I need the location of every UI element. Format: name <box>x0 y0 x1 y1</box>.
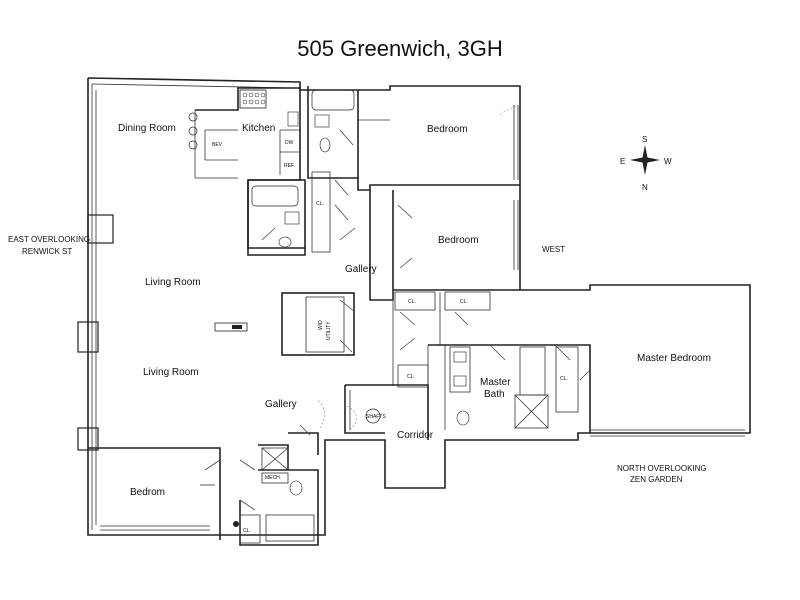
label-bedroom-2: Bedroom <box>438 235 479 246</box>
label-corridor: Corridor <box>397 430 434 441</box>
label-wd: W/D <box>318 320 324 330</box>
label-closet-6: CL. <box>243 528 251 534</box>
label-shafts: SHAFTS <box>366 414 386 420</box>
label-dw: DW <box>285 140 294 146</box>
orientation-labels: EAST OVERLOOKING RENWICK ST WEST NORTH O… <box>8 235 707 484</box>
label-closet-1: CL. <box>316 201 324 207</box>
plan-title: 505 Greenwich, 3GH <box>297 36 503 61</box>
label-bev: BEV <box>212 142 223 148</box>
label-gallery-2: Gallery <box>265 399 297 410</box>
label-closet-5: CL. <box>560 376 568 382</box>
room-labels: Dining Room Kitchen Bedroom Bedroom Livi… <box>118 123 711 498</box>
fixture-labels: BEV DW REF. CL. CL. CL. CL. CL. CL. MECH… <box>212 140 568 534</box>
label-closet-4: CL. <box>407 374 415 380</box>
windows <box>100 105 745 531</box>
label-bedroom-1: Bedroom <box>427 124 468 135</box>
label-bedroom-3: Bedrom <box>130 487 165 498</box>
compass-rose: S E W N <box>620 135 672 192</box>
label-kitchen: Kitchen <box>242 123 275 134</box>
doors <box>204 104 591 511</box>
label-ref: REF. <box>284 163 295 169</box>
label-gallery-1: Gallery <box>345 264 377 275</box>
label-mech: MECH. <box>265 475 281 481</box>
label-master-bedroom: Master Bedroom <box>637 353 711 364</box>
label-north-2: ZEN GARDEN <box>630 475 683 484</box>
compass-w: W <box>664 157 672 166</box>
label-dining-room: Dining Room <box>118 123 176 134</box>
label-east-1: EAST OVERLOOKING <box>8 235 90 244</box>
wall-piers <box>77 214 114 451</box>
label-west: WEST <box>542 245 565 254</box>
label-utility: UTILITY <box>326 321 332 340</box>
label-living-room-2: Living Room <box>143 367 199 378</box>
label-closet-2: CL. <box>408 299 416 305</box>
label-east-2: RENWICK ST <box>22 247 72 256</box>
compass-s: S <box>642 135 647 144</box>
compass-n: N <box>642 183 648 192</box>
outer-walls <box>87 77 751 536</box>
label-master-bath-1: Master <box>480 377 511 388</box>
compass-e: E <box>620 157 625 166</box>
label-north-1: NORTH OVERLOOKING <box>617 464 707 473</box>
interior-walls <box>88 86 591 546</box>
fixtures <box>188 89 470 527</box>
label-closet-3: CL. <box>460 299 468 305</box>
label-master-bath-2: Bath <box>484 389 505 400</box>
label-living-room-1: Living Room <box>145 277 201 288</box>
